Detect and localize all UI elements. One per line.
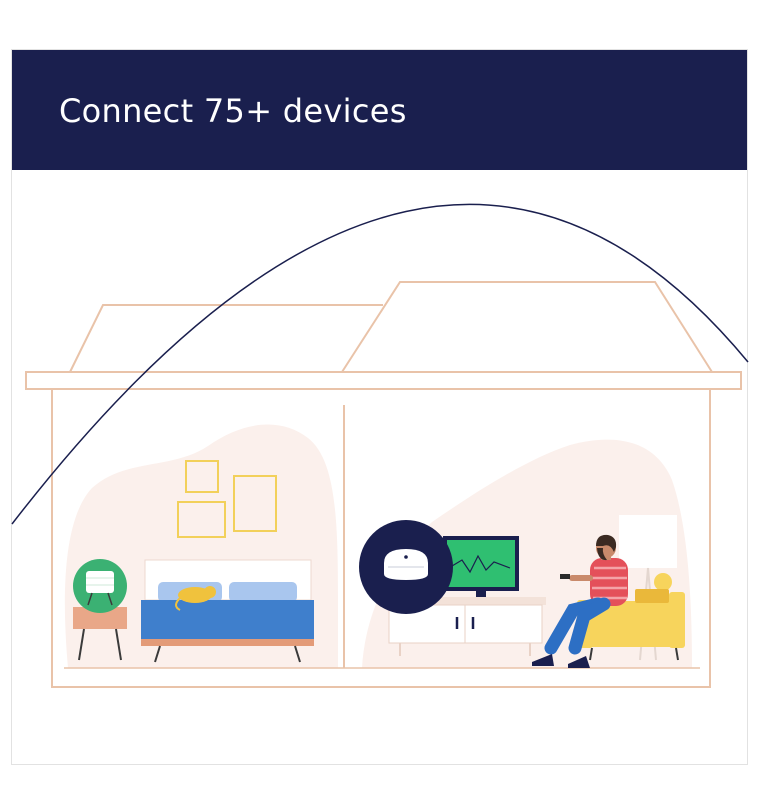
person-with-remote bbox=[532, 534, 628, 668]
table-lamp-icon bbox=[86, 571, 114, 606]
picture-frames bbox=[177, 460, 277, 538]
armchair bbox=[577, 573, 685, 661]
mesh-router-icon bbox=[384, 549, 428, 580]
header-banner: Connect 75+ devices bbox=[12, 50, 747, 170]
nightstand bbox=[73, 607, 127, 661]
wifi-range-arc bbox=[11, 203, 749, 525]
house-outline bbox=[25, 281, 742, 688]
tv bbox=[443, 536, 519, 597]
page-title: Connect 75+ devices bbox=[59, 92, 407, 130]
sleeping-cat bbox=[175, 586, 216, 611]
